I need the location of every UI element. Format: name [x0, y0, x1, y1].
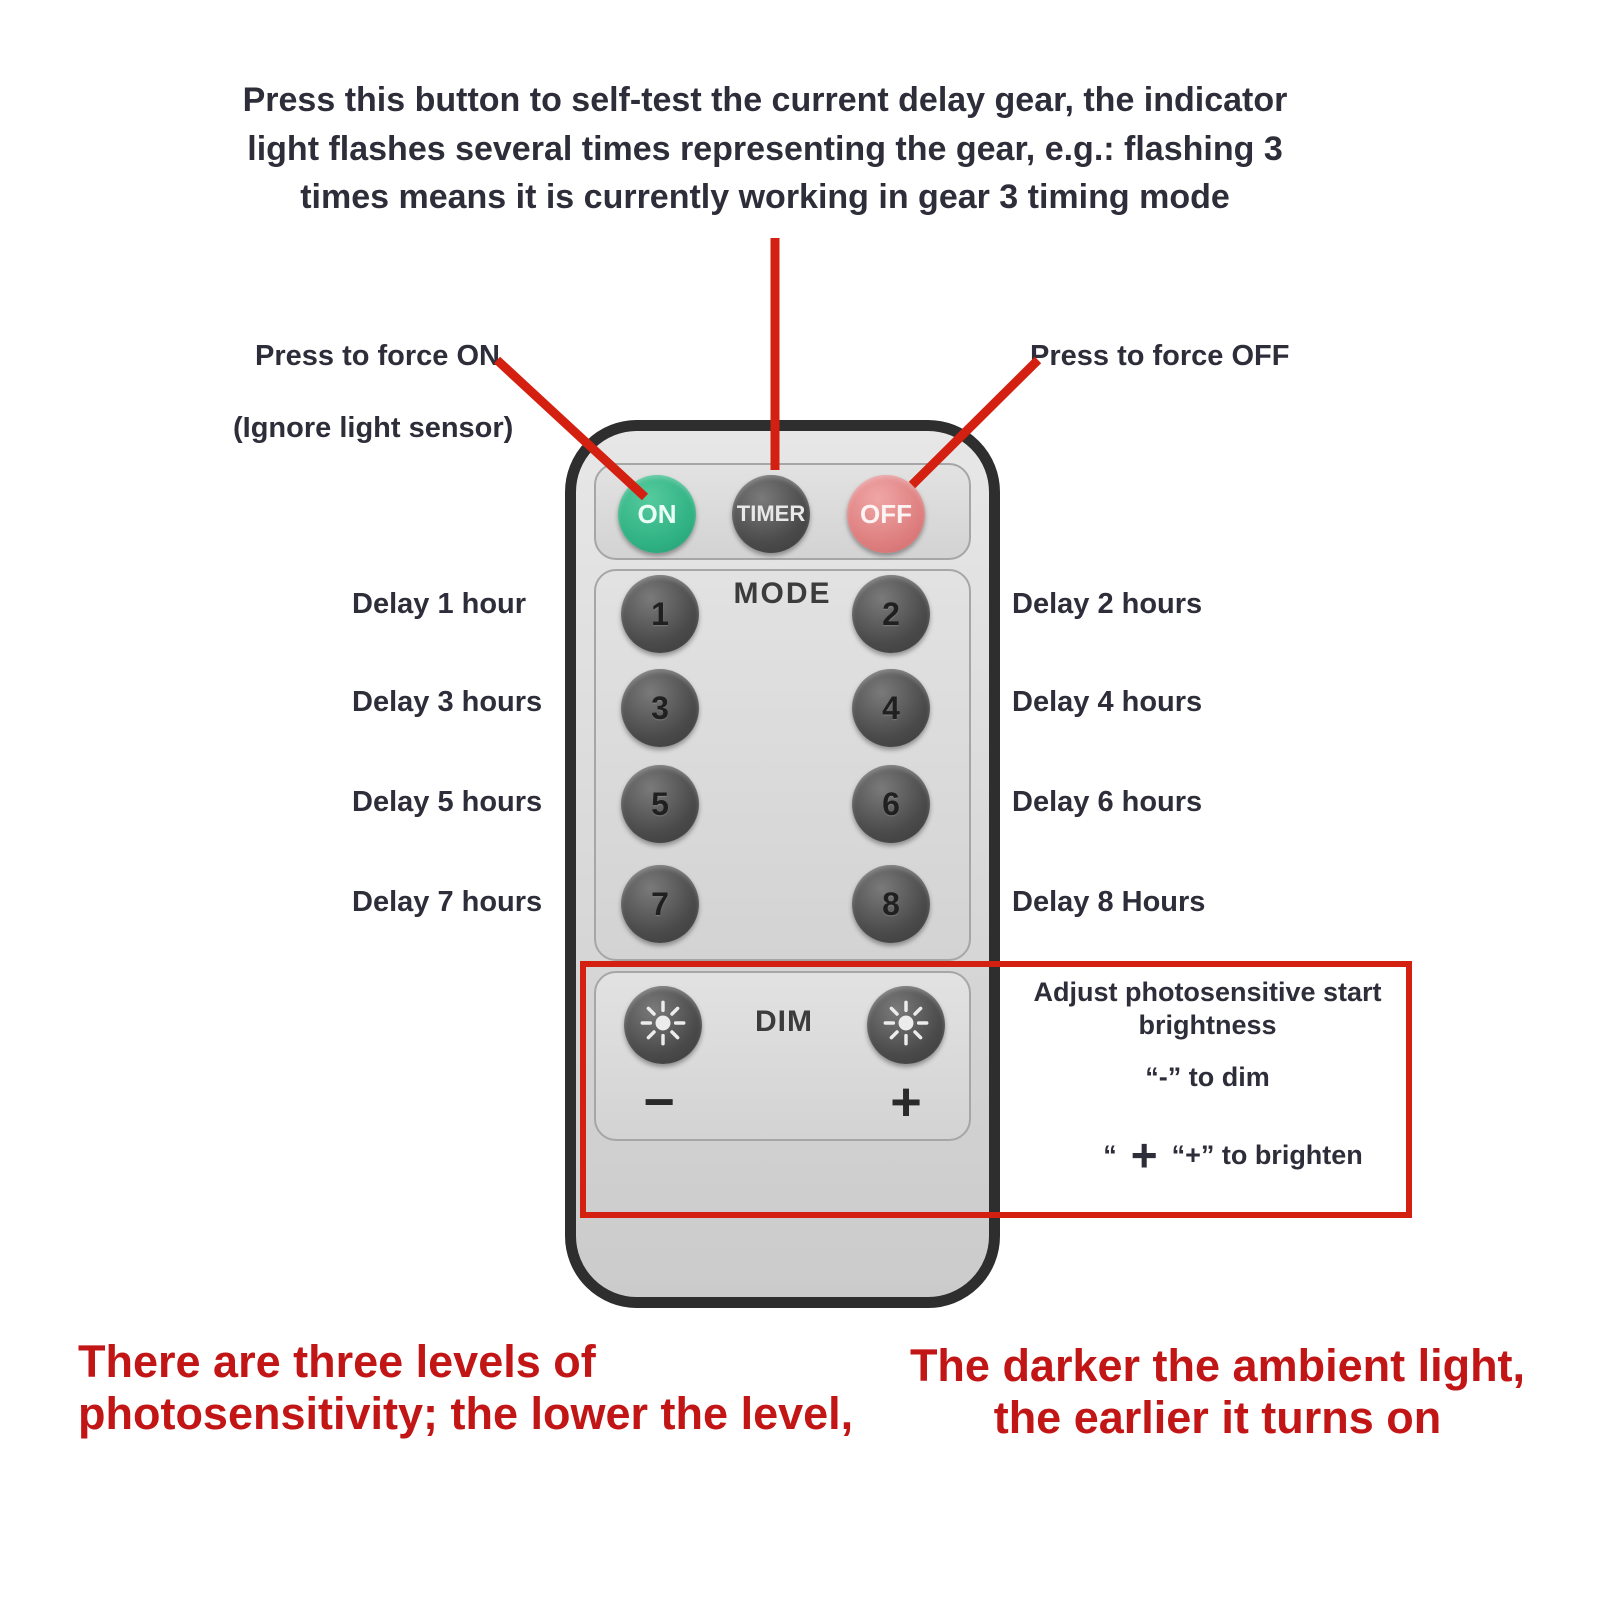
delay-label-1h: Delay 1 hour: [352, 588, 527, 620]
dim-plus-button: [867, 986, 945, 1064]
bottom-note-right-line: the earlier it turns on: [993, 1392, 1442, 1444]
mode-button-4: 4: [852, 669, 930, 747]
timer-button: TIMER: [732, 475, 810, 553]
delay-label-8h: Delay 8 Hours: [1012, 886, 1206, 918]
callout-force-on: Press to force ON: [255, 340, 500, 372]
mode-button-7: 7: [621, 865, 699, 943]
mode-button-8: 8: [852, 865, 930, 943]
sun-bright-icon: [883, 1000, 929, 1051]
off-button: OFF: [847, 475, 925, 553]
adjust-brightness-note: Adjust photosensitive start brightness: [1010, 976, 1405, 1042]
dim-label: DIM: [755, 1005, 813, 1038]
mode-button-1: 1: [621, 575, 699, 653]
delay-label-4h: Delay 4 hours: [1012, 686, 1203, 718]
dim-minus-button: [624, 986, 702, 1064]
delay-label-6h: Delay 6 hours: [1012, 786, 1203, 818]
mode-button-6: 6: [852, 765, 930, 843]
top-note-line: times means it is currently working in g…: [300, 178, 1230, 217]
bottom-note-left-line: photosensitivity; the lower the level,: [78, 1388, 854, 1440]
top-note-line: light flashes several times representing…: [247, 129, 1283, 168]
remote-top-panel: ON TIMER OFF: [594, 463, 971, 560]
bottom-note-right-line: The darker the ambient light,: [909, 1340, 1526, 1391]
mode-label: MODE: [733, 577, 832, 610]
on-button: ON: [618, 475, 696, 553]
delay-label-7h: Delay 7 hours: [352, 886, 543, 918]
dim-note: “-” to dim: [1145, 1062, 1270, 1092]
remote-mode-panel: MODE 1 2 3 4 5 6 7 8: [594, 569, 971, 961]
brighten-note-text: “+” to brighten: [1171, 1139, 1363, 1170]
top-note-line: Press this button to self-test the curre…: [242, 81, 1288, 119]
quote-mark: “: [1103, 1139, 1117, 1170]
top-note: Press this button to self-test the curre…: [150, 76, 1380, 222]
bottom-note-right: The darker the ambient light, the earlie…: [900, 1340, 1535, 1444]
plus-glyph: +: [1130, 1129, 1158, 1181]
remote-dim-panel: DIM − +: [594, 971, 971, 1141]
mode-button-2: 2: [852, 575, 930, 653]
callout-force-off: Press to force OFF: [1030, 340, 1290, 372]
plus-sign: +: [890, 1072, 922, 1132]
adjust-brightness-line: brightness: [1138, 1009, 1277, 1040]
sun-dim-icon: [640, 1000, 686, 1051]
adjust-brightness-line: Adjust photosensitive start: [1033, 977, 1382, 1007]
brighten-note: “ + “+” to brighten: [1068, 1132, 1398, 1178]
mode-button-5: 5: [621, 765, 699, 843]
callout-ignore-sensor: (Ignore light sensor): [233, 412, 514, 444]
delay-label-2h: Delay 2 hours: [1012, 588, 1203, 620]
mode-button-3: 3: [621, 669, 699, 747]
bottom-note-left-line: There are three levels of: [78, 1336, 596, 1387]
delay-label-3h: Delay 3 hours: [352, 686, 543, 718]
minus-sign: −: [643, 1072, 675, 1132]
photosensitive-highlight-box: [580, 961, 1412, 1218]
delay-label-5h: Delay 5 hours: [352, 786, 543, 818]
bottom-note-left: There are three levels of photosensitivi…: [78, 1336, 878, 1440]
